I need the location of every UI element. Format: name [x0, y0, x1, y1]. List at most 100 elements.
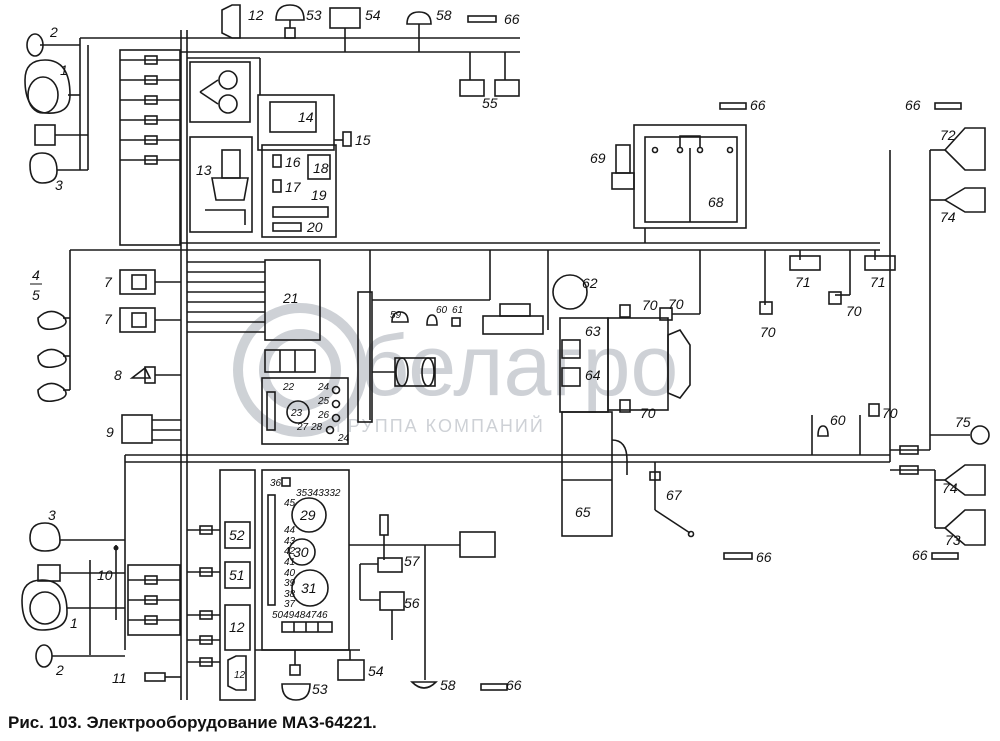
label-27: 27	[296, 422, 309, 433]
label-61: 61	[452, 305, 463, 316]
label-71-b: 71	[870, 274, 886, 290]
label-40: 40	[284, 568, 296, 579]
main-harness	[70, 30, 945, 700]
label-53-top: 53	[306, 7, 322, 23]
label-7b: 7	[104, 311, 113, 327]
label-66-right-top: 66	[750, 97, 766, 113]
label-12-mid: 12	[229, 619, 245, 635]
label-5: 5	[32, 287, 40, 303]
top-left-lamps: 2 1 3	[24, 24, 181, 193]
label-2-bottom: 2	[55, 662, 64, 678]
instrument-panel-upper: 22 23 24 25 26 27 28 24	[261, 349, 350, 445]
label-43: 43	[284, 536, 296, 547]
label-14: 14	[298, 109, 314, 125]
label-66-top: 66	[504, 11, 520, 27]
label-60a: 60	[436, 305, 448, 316]
figure-caption: Рис. 103. Электрооборудование МАЗ-64221.	[8, 713, 377, 732]
gauge-panel: 36 35343332 29 30 31 45 44 43 42 41 40 3…	[261, 469, 350, 651]
label-70-d: 70	[760, 324, 776, 340]
label-1: 1	[60, 62, 68, 78]
label-70-a: 70	[642, 297, 658, 313]
label-71-a: 71	[795, 274, 811, 290]
label-23: 23	[290, 408, 303, 419]
bottom-components: 53 54 58 66	[255, 545, 522, 701]
module-68: 68 69 66	[590, 97, 766, 243]
label-70-c: 70	[640, 405, 656, 421]
label-26: 26	[317, 410, 330, 421]
label-59: 59	[390, 310, 402, 321]
label-18: 18	[313, 160, 329, 176]
label-24b: 24	[337, 433, 350, 444]
label-39: 39	[284, 578, 296, 589]
label-22: 22	[282, 382, 295, 393]
label-54-top: 54	[365, 7, 381, 23]
right-lamps: 66 72 74 75 74 73 66	[890, 97, 990, 563]
label-31: 31	[301, 580, 317, 596]
label-60b: 60	[830, 412, 846, 428]
label-67: 67	[666, 487, 683, 503]
battery-65: 65 67 66	[561, 411, 772, 565]
label-56: 56	[404, 595, 420, 611]
label-68: 68	[708, 194, 724, 210]
lower-left-lamps: 3 1 2 10 11	[21, 507, 181, 686]
watermark-subtitle: ГРУППА КОМПАНИЙ	[336, 415, 545, 436]
label-12-bottom: 12	[234, 670, 246, 681]
label-16: 16	[285, 154, 301, 170]
label-15: 15	[355, 132, 371, 148]
label-58-bottom: 58	[440, 677, 456, 693]
label-11: 11	[112, 670, 127, 686]
label-66-right-bottom: 66	[912, 547, 928, 563]
label-54-bottom: 54	[368, 663, 384, 679]
label-41: 41	[284, 557, 295, 568]
label-21: 21	[282, 290, 299, 306]
label-9: 9	[106, 424, 114, 440]
label-58-top: 58	[436, 7, 452, 23]
label-52: 52	[229, 527, 245, 543]
label-29: 29	[299, 507, 316, 523]
label-45: 45	[284, 498, 296, 509]
label-66-bottom: 66	[506, 677, 522, 693]
label-63: 63	[585, 323, 601, 339]
label-72: 72	[940, 127, 956, 143]
label-70-e: 70	[846, 303, 862, 319]
top-components: 12 53 54 58 66 55	[181, 4, 520, 111]
label-70-b: 70	[668, 296, 684, 312]
label-75: 75	[955, 414, 971, 430]
label-53-bottom: 53	[312, 681, 328, 697]
label-13: 13	[196, 162, 212, 178]
label-20: 20	[306, 219, 323, 235]
block-14: 14 15	[187, 57, 371, 151]
label-74-b: 74	[942, 480, 958, 496]
label-66-center: 66	[756, 549, 772, 565]
label-36: 36	[270, 478, 282, 489]
right-side-sensors: 70 71 70 71 60 70	[759, 250, 898, 455]
label-42: 42	[284, 546, 296, 557]
block-13: 13 16 17 18 19 20	[189, 136, 337, 238]
label-10: 10	[97, 567, 113, 583]
label-73: 73	[945, 532, 961, 548]
label-37: 37	[284, 599, 296, 610]
label-1-bottom: 1	[70, 615, 78, 631]
label-28: 28	[310, 422, 323, 433]
label-57: 57	[404, 553, 421, 569]
label-70-f: 70	[882, 405, 898, 421]
label-4: 4	[32, 267, 40, 283]
label-65: 65	[575, 504, 591, 520]
label-17: 17	[285, 179, 302, 195]
lower-relays: 52 51 12 12	[187, 469, 256, 701]
connector-column	[119, 49, 181, 246]
label-2: 2	[49, 24, 58, 40]
label-44: 44	[284, 525, 296, 536]
label-top-row: 35343332	[296, 488, 341, 499]
label-8: 8	[114, 367, 122, 383]
engine-area: 59 60 61 62 63 64 70 70 70	[357, 250, 701, 423]
label-25: 25	[317, 396, 330, 407]
label-bottom-row: 5049484746	[272, 610, 328, 621]
label-19: 19	[311, 187, 327, 203]
label-66-right: 66	[905, 97, 921, 113]
label-51: 51	[229, 567, 245, 583]
label-74-a: 74	[940, 209, 956, 225]
label-64: 64	[585, 367, 601, 383]
label-7a: 7	[104, 274, 113, 290]
label-3: 3	[55, 177, 63, 193]
